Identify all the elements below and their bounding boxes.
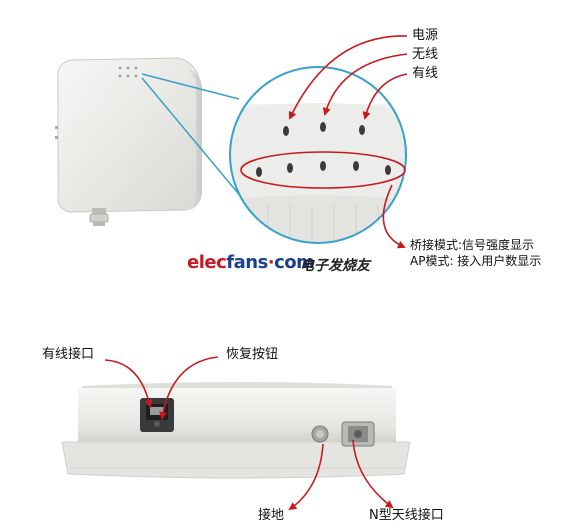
wired-led-label: 有线 <box>412 66 439 81</box>
n-antenna-port-label: N型天线接口 <box>369 508 444 523</box>
ground-screw <box>311 425 329 443</box>
callout-arrows <box>288 35 408 249</box>
power-led-label: 电源 <box>412 28 439 43</box>
led-indicator <box>256 167 262 177</box>
led-indicator <box>385 165 391 175</box>
ground-label: 接地 <box>258 508 285 523</box>
brand-chinese-name: 电子发烧友 <box>300 258 370 274</box>
wireless-led-label: 无线 <box>412 47 439 62</box>
brand-logo: elecfans·com <box>187 252 315 273</box>
ap-mode-label: AP模式: 接入用户数显示 <box>410 254 542 268</box>
wired-port-label: 有线接口 <box>42 347 95 362</box>
bridge-mode-label: 桥接模式:信号强度显示 <box>410 238 535 252</box>
ethernet-port <box>140 398 174 432</box>
led-indicator <box>320 122 326 132</box>
access-point-side-diagram <box>61 356 411 511</box>
access-point-device <box>55 57 202 226</box>
led-indicator <box>287 163 293 173</box>
zoom-line-top <box>141 73 240 100</box>
zoom-detail-circle <box>229 66 407 244</box>
reset-button <box>154 421 160 427</box>
led-indicator <box>359 125 365 135</box>
reset-button-label: 恢复按钮 <box>226 347 279 362</box>
n-type-connector <box>341 421 375 447</box>
led-row-highlight <box>240 151 406 189</box>
led-indicator <box>283 126 289 136</box>
access-point-front-diagram <box>55 35 408 249</box>
led-indicator <box>353 161 359 171</box>
led-indicator <box>320 161 326 171</box>
side-callout-arrows <box>104 356 394 511</box>
